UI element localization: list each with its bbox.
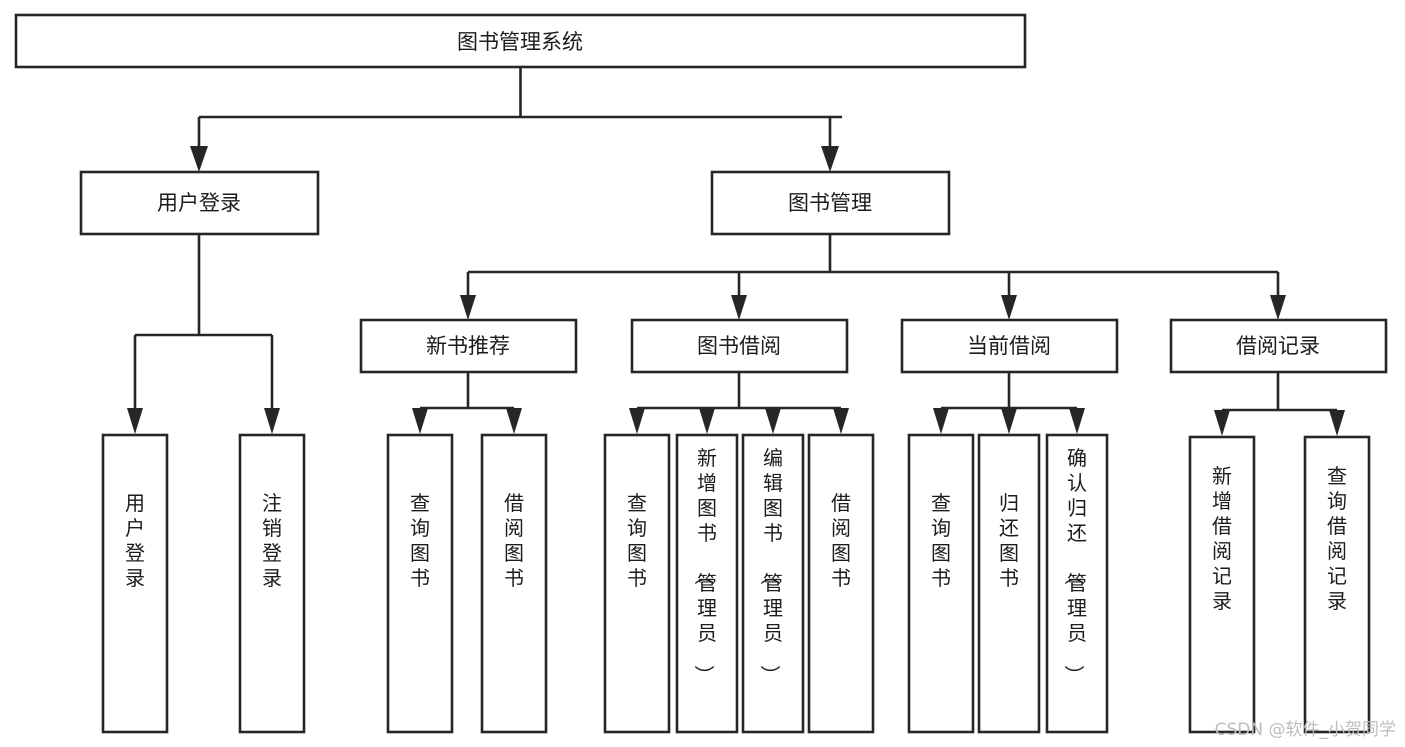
arrow-head-leaf-confirm-return xyxy=(1069,408,1085,434)
arrow-head-user-login xyxy=(190,146,208,172)
leaf-add-book-admin[interactable]: 新增图书（管理员） xyxy=(675,433,739,734)
node-book-borrow[interactable]: 图书借阅 xyxy=(630,318,849,374)
leaf-edit-book-admin-label: 编辑图书（管理员） xyxy=(758,446,783,685)
leaf-confirm-return-admin[interactable]: 确认归还（管理员） xyxy=(1045,433,1109,734)
node-current-borrow-label: 当前借阅 xyxy=(967,334,1051,358)
node-user-login-label: 用户登录 xyxy=(157,191,241,215)
node-borrow-record-box[interactable] xyxy=(1169,318,1388,374)
watermark-label: CSDN @软件_小贺同学 xyxy=(1215,720,1396,740)
leaf-borrow-book-recommend-label: 借阅图书 xyxy=(504,491,524,590)
leaf-borrow-book-borrow-box[interactable] xyxy=(807,433,875,734)
arrow-head-book-management xyxy=(821,146,839,172)
node-root-label: 图书管理系统 xyxy=(457,30,583,54)
node-new-book-recommend[interactable]: 新书推荐 xyxy=(359,318,578,374)
leaf-query-book-borrow[interactable]: 查询图书 xyxy=(603,433,671,734)
leaf-query-borrow-record-label: 查询借阅记录 xyxy=(1327,464,1347,613)
leaf-query-book-recommend-label: 查询图书 xyxy=(410,491,430,590)
arrow-head-leaf-return-book xyxy=(1001,408,1017,434)
arrow-head-leaf-edit-book xyxy=(765,408,781,434)
node-book-management-box[interactable] xyxy=(710,170,951,236)
arrow-head-leaf-query-book-1 xyxy=(412,408,428,434)
leaf-query-book-recommend-box[interactable] xyxy=(386,433,454,734)
leaf-return-book-label: 归还图书 xyxy=(999,491,1019,590)
leaf-query-borrow-record[interactable]: 查询借阅记录 xyxy=(1303,435,1371,734)
arrow-head-current-borrow xyxy=(1001,295,1017,320)
leaf-query-book-current-label: 查询图书 xyxy=(931,491,951,590)
leaf-edit-book-admin-box[interactable] xyxy=(741,433,805,734)
node-current-borrow[interactable]: 当前借阅 xyxy=(900,318,1119,374)
arrow-head-new-book-recommend xyxy=(460,295,476,320)
arrow-head-leaf-borrow-book-1 xyxy=(506,408,522,434)
leaf-logout-login-label: 注销登录 xyxy=(262,491,282,590)
node-book-borrow-label: 图书借阅 xyxy=(697,334,781,358)
leaf-return-book-box[interactable] xyxy=(977,433,1041,734)
leaf-borrow-book-recommend[interactable]: 借阅图书 xyxy=(480,433,548,734)
leaf-user-login-box[interactable] xyxy=(101,433,169,734)
leaf-query-book-current[interactable]: 查询图书 xyxy=(907,433,975,734)
leaf-add-borrow-record[interactable]: 新增借阅记录 xyxy=(1188,435,1256,734)
leaf-query-borrow-record-box[interactable] xyxy=(1303,435,1371,734)
node-book-management-label: 图书管理 xyxy=(788,191,872,215)
node-new-book-recommend-box[interactable] xyxy=(359,318,578,374)
leaf-confirm-return-admin-label: 确认归还（管理员） xyxy=(1062,446,1087,685)
arrow-head-leaf-query-book-2 xyxy=(629,408,645,434)
leaf-logout-login-box[interactable] xyxy=(238,433,306,734)
leaf-add-book-admin-label: 新增图书（管理员） xyxy=(692,446,717,685)
node-user-login[interactable]: 用户登录 xyxy=(79,170,320,236)
arrow-head-leaf-query-record xyxy=(1329,410,1345,436)
arrow-head-borrow-record xyxy=(1270,295,1286,320)
leaf-query-book-current-box[interactable] xyxy=(907,433,975,734)
leaf-borrow-book-borrow-label: 借阅图书 xyxy=(831,491,851,590)
connector-layer xyxy=(127,67,1345,436)
node-borrow-record[interactable]: 借阅记录 xyxy=(1169,318,1388,374)
node-book-management[interactable]: 图书管理 xyxy=(710,170,951,236)
leaf-user-login[interactable]: 用户登录 xyxy=(101,433,169,734)
leaf-confirm-return-admin-box[interactable] xyxy=(1045,433,1109,734)
arrow-head-book-borrow xyxy=(731,295,747,320)
node-borrow-record-label: 借阅记录 xyxy=(1236,334,1320,358)
arrow-head-leaf-add-book xyxy=(699,408,715,434)
leaf-return-book[interactable]: 归还图书 xyxy=(977,433,1041,734)
leaf-query-book-recommend[interactable]: 查询图书 xyxy=(386,433,454,734)
leaf-query-book-borrow-box[interactable] xyxy=(603,433,671,734)
leaf-logout-login[interactable]: 注销登录 xyxy=(238,433,306,734)
node-root-box[interactable] xyxy=(14,13,1027,69)
leaf-edit-book-admin[interactable]: 编辑图书（管理员） xyxy=(741,433,805,734)
leaf-add-borrow-record-box[interactable] xyxy=(1188,435,1256,734)
node-current-borrow-box[interactable] xyxy=(900,318,1119,374)
leaf-borrow-book-borrow[interactable]: 借阅图书 xyxy=(807,433,875,734)
node-root-book-management-system[interactable]: 图书管理系统 xyxy=(14,13,1027,69)
arrow-head-leaf-borrow-book-2 xyxy=(833,408,849,434)
arrow-head-leaf-add-record xyxy=(1214,410,1230,436)
leaf-add-borrow-record-label: 新增借阅记录 xyxy=(1212,464,1232,613)
arrow-head-leaf-user-login xyxy=(127,408,143,434)
leaf-add-book-admin-box[interactable] xyxy=(675,433,739,734)
leaf-borrow-book-recommend-box[interactable] xyxy=(480,433,548,734)
node-new-book-recommend-label: 新书推荐 xyxy=(426,334,510,358)
arrow-head-leaf-logout-login xyxy=(264,408,280,434)
node-user-login-box[interactable] xyxy=(79,170,320,236)
leaf-user-login-label: 用户登录 xyxy=(125,491,145,590)
arrow-head-leaf-query-book-3 xyxy=(933,408,949,434)
leaf-query-book-borrow-label: 查询图书 xyxy=(627,491,647,590)
node-book-borrow-box[interactable] xyxy=(630,318,849,374)
